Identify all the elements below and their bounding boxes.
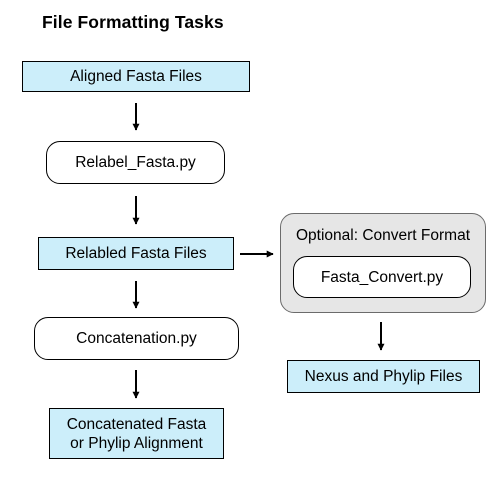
diagram-title: File Formatting Tasks bbox=[42, 12, 224, 32]
concatenated-alignment-box: Concatenated Fasta or Phylip Alignment bbox=[49, 408, 224, 459]
fasta-convert-script-box: Fasta_Convert.py bbox=[293, 256, 471, 298]
fasta-convert-script-label: Fasta_Convert.py bbox=[320, 268, 444, 286]
relabeled-fasta-files-box: Relabled Fasta Files bbox=[38, 237, 234, 270]
nexus-phylip-files-box: Nexus and Phylip Files bbox=[287, 360, 480, 393]
nexus-phylip-files-label: Nexus and Phylip Files bbox=[304, 368, 463, 385]
optional-convert-format-label: Optional: Convert Format bbox=[295, 227, 470, 244]
relabel-fasta-script-label: Relabel_Fasta.py bbox=[75, 154, 196, 171]
aligned-fasta-files-box: Aligned Fasta Files bbox=[22, 61, 250, 92]
relabeled-fasta-files-label: Relabled Fasta Files bbox=[65, 245, 207, 262]
aligned-fasta-files-label: Aligned Fasta Files bbox=[70, 68, 202, 85]
concatenated-alignment-label-line1: Concatenated Fasta bbox=[66, 415, 207, 433]
concatenated-alignment-label-line2: or Phylip Alignment bbox=[70, 434, 203, 452]
concatenation-script-label: Concatenation.py bbox=[76, 330, 197, 347]
relabel-fasta-script-box: Relabel_Fasta.py bbox=[46, 141, 225, 184]
concatenation-script-box: Concatenation.py bbox=[34, 317, 239, 360]
concatenated-alignment-label: Concatenated Fasta or Phylip Alignment bbox=[67, 415, 207, 453]
